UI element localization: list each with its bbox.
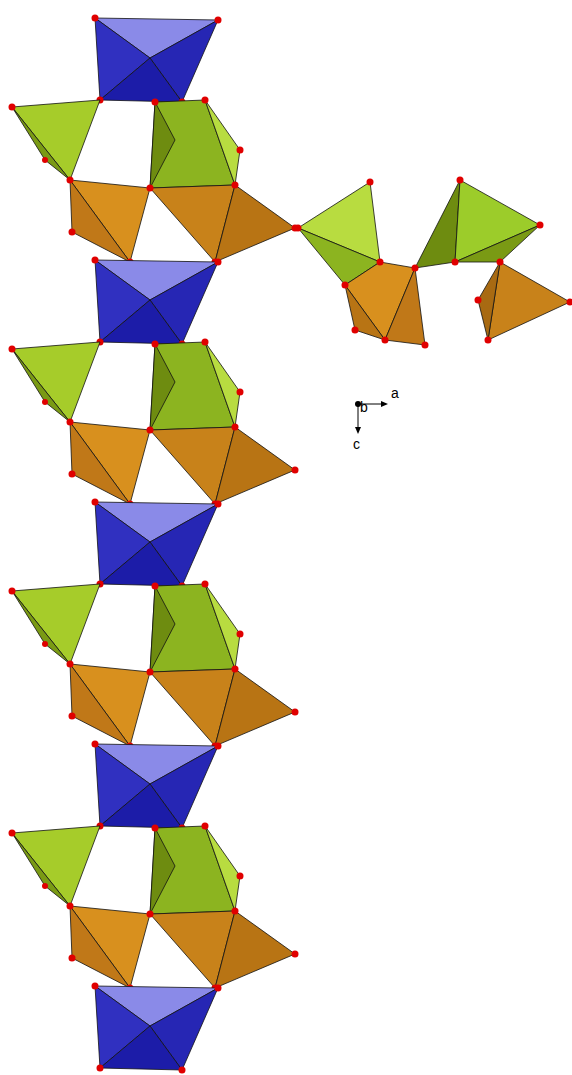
polyhedra-branch: [295, 177, 572, 349]
axis-label: c: [353, 437, 360, 451]
axis-label: a: [391, 386, 399, 400]
axis-label: b: [360, 400, 368, 414]
axis-indicator: [355, 401, 388, 434]
